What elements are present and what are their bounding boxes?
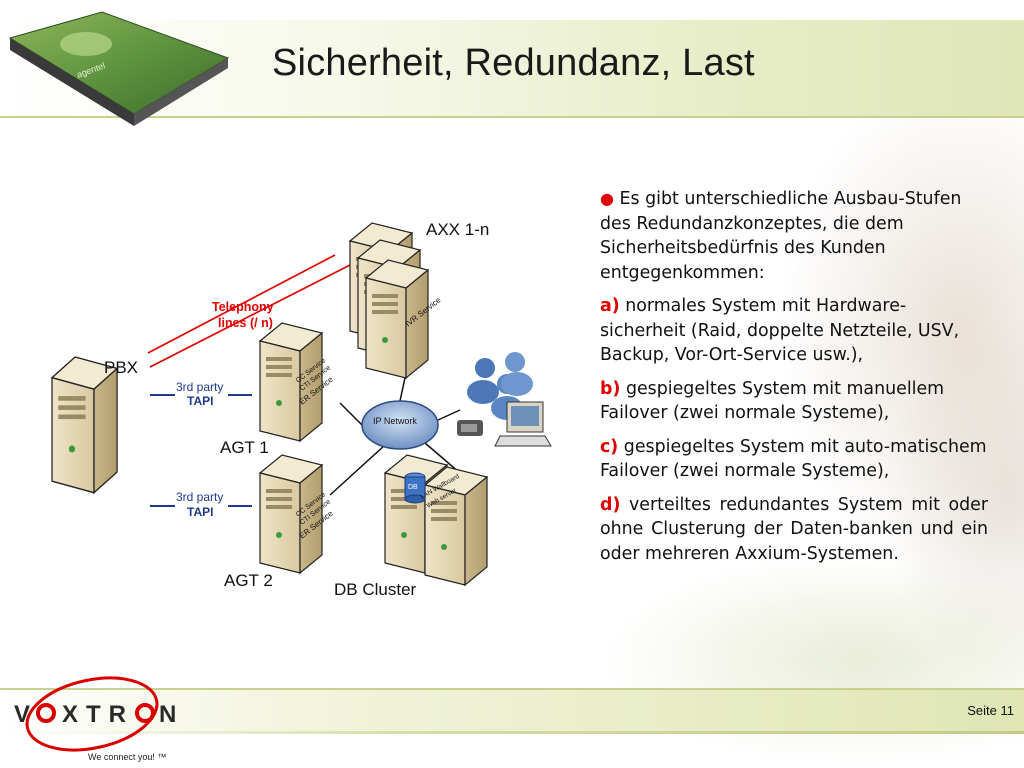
ip-network-node: [361, 400, 439, 450]
tapi-label-1: TAPI: [187, 394, 213, 408]
logo-tagline: We connect you! ™: [88, 752, 167, 762]
network-diagram: PBX IVR Service AXX 1-n CC Service CTI S…: [51, 220, 552, 599]
list-marker: b): [600, 378, 621, 399]
line-ip-agt2: [329, 444, 386, 496]
tapi-label-2: TAPI: [187, 505, 213, 519]
ip-network-label: IP Network: [373, 416, 417, 426]
list-item-text: gespiegeltes System mit auto-matischem F…: [600, 436, 987, 482]
list-marker: d): [600, 494, 621, 515]
intro-paragraph: ● Es gibt unterschiedliche Ausbau-Stufen…: [600, 187, 988, 285]
list-item-text: gespiegeltes System mit manuellem Failov…: [600, 378, 945, 424]
bullet-icon: ●: [600, 189, 614, 208]
logo-o-ring: [36, 703, 56, 723]
list-marker: a): [600, 296, 620, 316]
telephony-line-lower: [149, 264, 351, 368]
intro-text: Es gibt unterschiedliche Ausbau-Stufen d…: [600, 189, 962, 283]
page-title: Sicherheit, Redundanz, Last: [272, 42, 755, 84]
logo-swoosh: [25, 676, 159, 752]
third-party-label-1: 3rd party: [176, 380, 223, 394]
list-item-a: a) normales System mit Hardware-sicherhe…: [600, 294, 988, 368]
line-ip-db: [424, 442, 461, 474]
list-marker: c): [600, 436, 619, 457]
telephony-label-line1: Telephony: [212, 300, 274, 314]
logo-text-n: N: [159, 701, 176, 728]
pbx-server: [51, 356, 118, 494]
logo-o-ring-2: [135, 703, 155, 723]
agent-workstation: [457, 352, 552, 447]
line-ip-workstation: [437, 409, 461, 421]
third-party-label-2: 3rd party: [176, 490, 223, 504]
product-book-image: agentel: [8, 11, 230, 126]
voxtron-logo: V XTR N: [14, 676, 176, 752]
list-item-d: d) verteiltes redundantes System mit ode…: [600, 493, 988, 567]
list-item-b: b) gespiegeltes System mit manuellem Fai…: [600, 377, 988, 426]
db-server-2: [424, 466, 488, 586]
list-item-c: c) gespiegeltes System mit auto-matische…: [600, 435, 988, 484]
pbx-label: PBX: [104, 358, 138, 377]
page-number: Seite 11: [967, 703, 1014, 718]
database-cylinder: DB: [404, 472, 426, 504]
agt2-label: AGT 2: [224, 571, 273, 590]
agt1-label: AGT 1: [220, 438, 269, 457]
axx-label: AXX 1-n: [426, 220, 489, 239]
telephony-line-upper: [147, 254, 336, 354]
telephony-label-line2: lines (/ n): [218, 316, 273, 330]
logo-text-v: V: [14, 701, 33, 728]
list-item-text: verteiltes redundantes System mit oder o…: [600, 494, 988, 564]
content-text: ● Es gibt unterschiedliche Ausbau-Stufen…: [600, 187, 988, 575]
db-cluster-label: DB Cluster: [334, 580, 417, 599]
list-item-text: normales System mit Hardware-sicherheit …: [600, 296, 960, 365]
db-label: DB: [408, 484, 418, 491]
footer-divider: [0, 731, 1024, 734]
footer-band: [0, 688, 1024, 732]
logo-text-xtr: XTR: [62, 701, 134, 728]
